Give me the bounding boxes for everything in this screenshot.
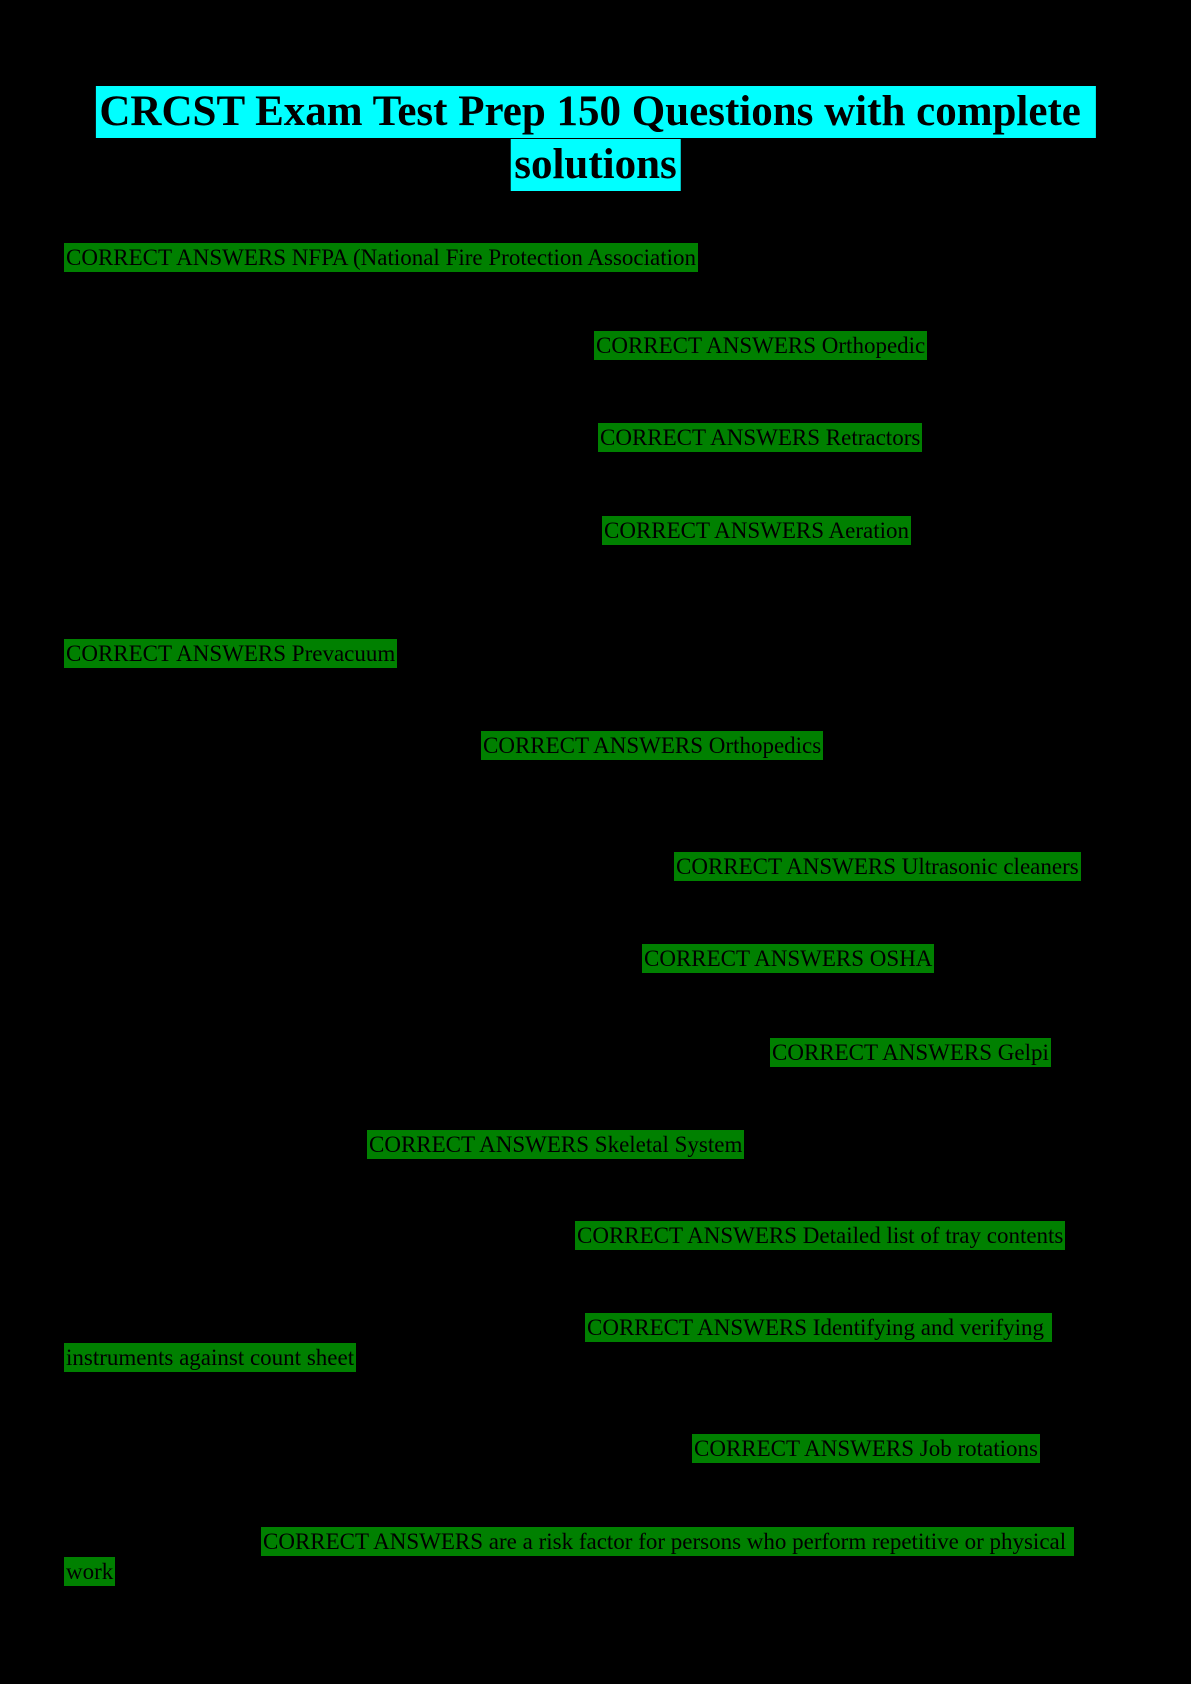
- answer-highlight: CORRECT ANSWERS Prevacuum: [64, 639, 398, 668]
- answer-highlight: CORRECT ANSWERS Gelpi: [770, 1038, 1051, 1067]
- answer-highlight: CORRECT ANSWERS Identifying and verifyin…: [585, 1313, 1052, 1342]
- answer-highlight: CORRECT ANSWERS Skeletal System: [367, 1130, 745, 1159]
- answer-highlight: CORRECT ANSWERS Retractors: [598, 423, 923, 452]
- answer-highlight: CORRECT ANSWERS NFPA (National Fire Prot…: [64, 243, 698, 272]
- answer-highlight: instruments against count sheet: [64, 1343, 357, 1372]
- document-title-line-1: CRCST Exam Test Prep 150 Questions with …: [95, 86, 1096, 138]
- answer-highlight: CORRECT ANSWERS Orthopedics: [481, 731, 824, 760]
- answer-highlight: CORRECT ANSWERS Detailed list of tray co…: [575, 1221, 1066, 1250]
- answer-highlight: CORRECT ANSWERS Ultrasonic cleaners: [674, 852, 1081, 881]
- answer-highlight: CORRECT ANSWERS Job rotations: [692, 1434, 1040, 1463]
- answer-highlight: work: [64, 1557, 116, 1586]
- answer-highlight: CORRECT ANSWERS Orthopedic: [594, 331, 928, 360]
- answer-highlight: CORRECT ANSWERS Aeration: [602, 516, 911, 545]
- answer-highlight: CORRECT ANSWERS OSHA: [642, 944, 935, 973]
- answer-highlight: CORRECT ANSWERS are a risk factor for pe…: [261, 1527, 1074, 1556]
- document-title-line-2: solutions: [510, 139, 681, 191]
